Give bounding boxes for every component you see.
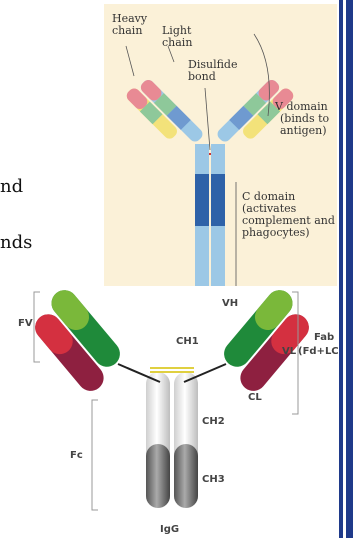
- ch2-label: CH2: [202, 416, 225, 427]
- stem-lower-left: [195, 226, 209, 286]
- vl-label: VL: [282, 346, 297, 357]
- slide-frame-inner-line: [343, 0, 346, 538]
- ch1-label: CH1: [176, 336, 199, 347]
- hinge-right: [211, 144, 225, 174]
- left-fab: [25, 285, 131, 396]
- v-domain-label-3: antigen): [280, 124, 327, 137]
- fab-subtitle-label: (Fd+LC: [298, 346, 339, 357]
- ch3-label: CH3: [202, 474, 225, 485]
- cl-label: CL: [248, 392, 262, 403]
- slide-text-fragment-2: nds: [0, 232, 32, 253]
- ch3-left: [146, 444, 170, 508]
- disulfide-label-2: bond: [188, 70, 216, 83]
- ch3-right: [174, 444, 198, 508]
- fc-label: Fc: [70, 450, 83, 461]
- igg-label: IgG: [160, 524, 179, 535]
- fv-label: FV: [18, 318, 33, 329]
- heavy-chain-label-2: chain: [112, 24, 142, 37]
- fc-bracket: [92, 400, 98, 510]
- fab-label: Fab: [314, 332, 334, 343]
- igg-domain-diagram: FV VH CH1 Fab VL (Fd+LC CL CH2 Fc CH3 Ig…: [0, 284, 339, 538]
- stem-lower-right: [211, 226, 225, 286]
- vh-label: VH: [222, 298, 238, 309]
- c-domain-label-4: phagocytes): [242, 226, 310, 239]
- hinge-left: [195, 144, 209, 174]
- antibody-structure-diagram: Heavy chain Light chain Disulfide bond V…: [104, 4, 337, 286]
- light-chain-label-2: chain: [162, 36, 192, 49]
- slide-frame-border: [339, 0, 353, 538]
- slide-text-fragment-1: nd: [0, 176, 23, 197]
